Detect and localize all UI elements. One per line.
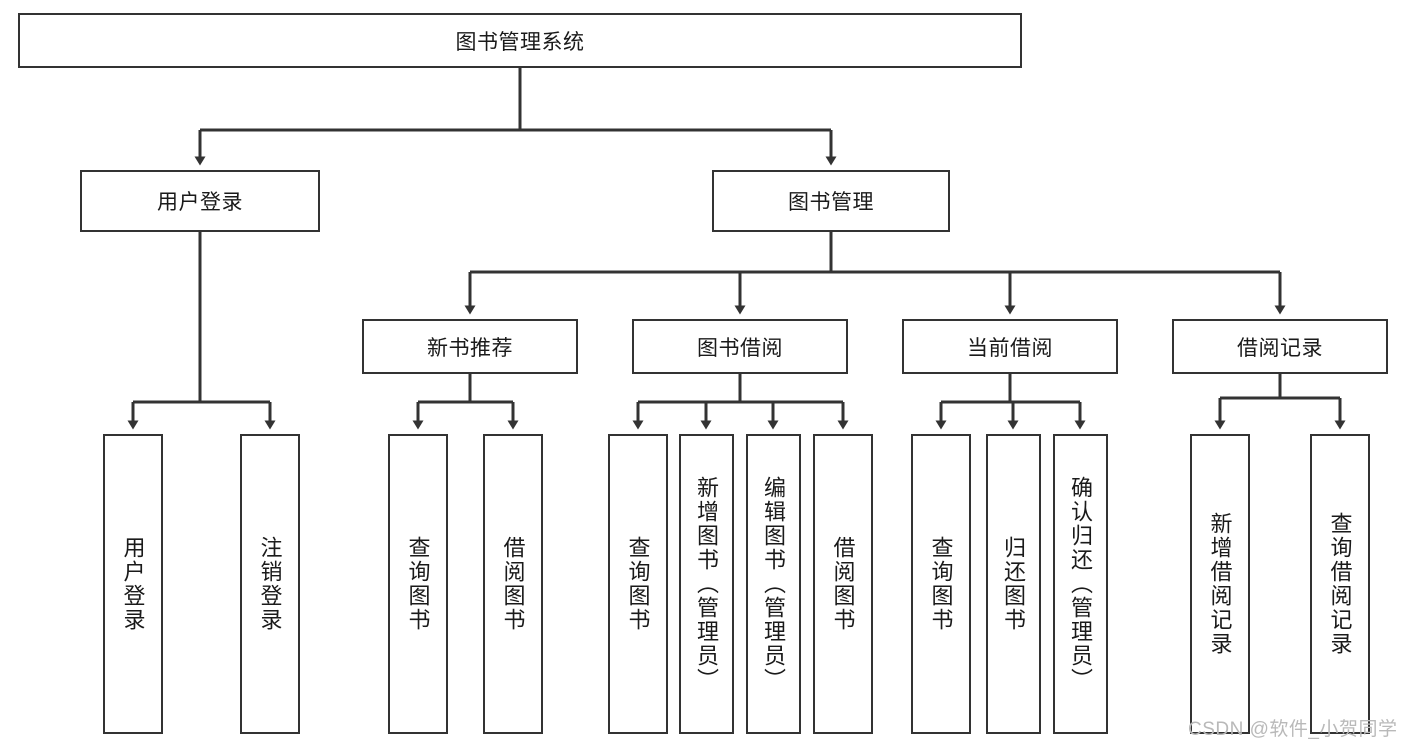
node-leaf-edit-book-label: 编辑图书（管理员） [761, 476, 787, 692]
node-leaf-query-book-3[interactable]: 查询图书 [911, 434, 971, 734]
node-leaf-edit-book[interactable]: 编辑图书（管理员） [746, 434, 801, 734]
edges-newbook-to-leaves [412, 374, 519, 430]
node-book-manage[interactable]: 图书管理 [712, 170, 950, 232]
node-leaf-logout-label: 注销登录 [257, 536, 283, 632]
node-leaf-query-book-1[interactable]: 查询图书 [388, 434, 448, 734]
watermark-text: CSDN @软件_小贺同学 [1188, 719, 1398, 740]
edges-root-to-level2 [194, 68, 837, 166]
node-user-login[interactable]: 用户登录 [80, 170, 320, 232]
node-leaf-query-book-3-label: 查询图书 [928, 536, 954, 632]
node-root-label: 图书管理系统 [455, 30, 585, 54]
node-leaf-confirm-return-label: 确认归还（管理员） [1068, 476, 1094, 692]
node-leaf-query-book-2-label: 查询图书 [625, 536, 651, 632]
edges-borrowrecord-to-leaves [1214, 374, 1346, 430]
node-leaf-return-book-label: 归还图书 [1001, 536, 1027, 632]
node-leaf-logout[interactable]: 注销登录 [240, 434, 300, 734]
node-leaf-query-book-2[interactable]: 查询图书 [608, 434, 668, 734]
node-new-book-recommend[interactable]: 新书推荐 [362, 319, 578, 374]
node-leaf-confirm-return[interactable]: 确认归还（管理员） [1053, 434, 1108, 734]
node-leaf-borrow-book-2[interactable]: 借阅图书 [813, 434, 873, 734]
node-leaf-query-record-label: 查询借阅记录 [1327, 512, 1353, 656]
node-user-login-label: 用户登录 [157, 191, 243, 214]
node-leaf-add-record-label: 新增借阅记录 [1207, 512, 1233, 656]
node-root-system[interactable]: 图书管理系统 [18, 13, 1022, 68]
edges-userlogin-to-leaves [127, 232, 276, 430]
node-leaf-return-book[interactable]: 归还图书 [986, 434, 1041, 734]
node-leaf-add-book-label: 新增图书（管理员） [694, 476, 720, 692]
node-book-borrow[interactable]: 图书借阅 [632, 319, 848, 374]
edges-bookmanage-to-level3 [464, 232, 1286, 315]
node-leaf-query-book-1-label: 查询图书 [405, 536, 431, 632]
node-book-manage-label: 图书管理 [788, 191, 874, 214]
node-leaf-add-record[interactable]: 新增借阅记录 [1190, 434, 1250, 734]
node-borrow-record-label: 借阅记录 [1237, 336, 1323, 360]
node-borrow-record[interactable]: 借阅记录 [1172, 319, 1388, 374]
node-current-borrow[interactable]: 当前借阅 [902, 319, 1118, 374]
node-leaf-query-record[interactable]: 查询借阅记录 [1310, 434, 1370, 734]
node-book-borrow-label: 图书借阅 [697, 336, 783, 360]
node-leaf-borrow-book-2-label: 借阅图书 [830, 536, 856, 632]
node-leaf-borrow-book-1-label: 借阅图书 [500, 536, 526, 632]
node-leaf-borrow-book-1[interactable]: 借阅图书 [483, 434, 543, 734]
node-new-book-recommend-label: 新书推荐 [427, 336, 513, 360]
node-current-borrow-label: 当前借阅 [967, 336, 1053, 360]
edges-bookborrow-to-leaves [632, 374, 849, 430]
node-leaf-add-book[interactable]: 新增图书（管理员） [679, 434, 734, 734]
node-leaf-user-login[interactable]: 用户登录 [103, 434, 163, 734]
node-leaf-user-login-label: 用户登录 [120, 536, 146, 632]
edges-currentborrow-to-leaves [935, 374, 1086, 430]
